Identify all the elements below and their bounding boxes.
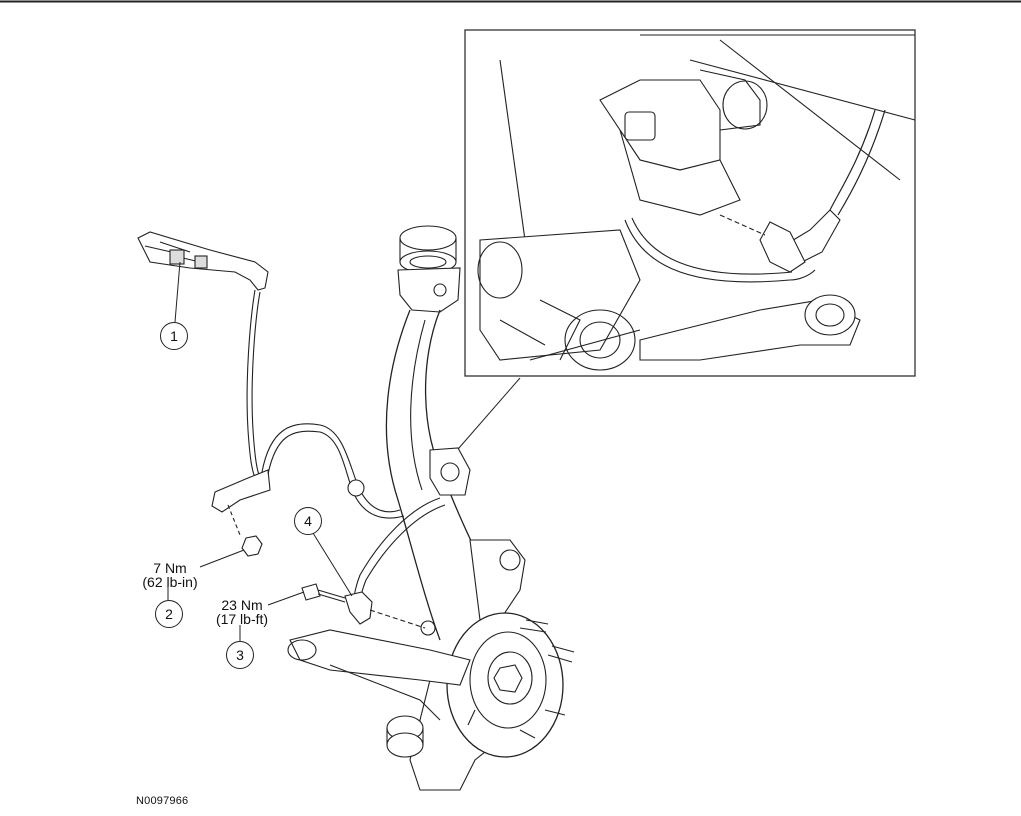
torque-label-3-nm: 23 Nm — [221, 597, 263, 613]
callout-3: 3 — [226, 641, 254, 669]
callout-1: 1 — [160, 322, 188, 350]
torque-label-2-imperial: (62 lb-in) — [142, 574, 198, 590]
figure-id: N0097966 — [136, 795, 189, 807]
torque-label-2-nm: 7 Nm — [153, 560, 187, 576]
callout-2: 2 — [155, 600, 183, 628]
torque-label-3-imperial: (17 lb-ft) — [215, 611, 269, 627]
fasteners — [241, 535, 346, 603]
sensor-harness — [137, 231, 446, 606]
detail-inset — [464, 29, 916, 377]
callout-4: 4 — [294, 507, 322, 535]
steering-knuckle — [287, 225, 575, 791]
callout-leaders — [167, 261, 353, 641]
inset-leader — [451, 377, 521, 457]
